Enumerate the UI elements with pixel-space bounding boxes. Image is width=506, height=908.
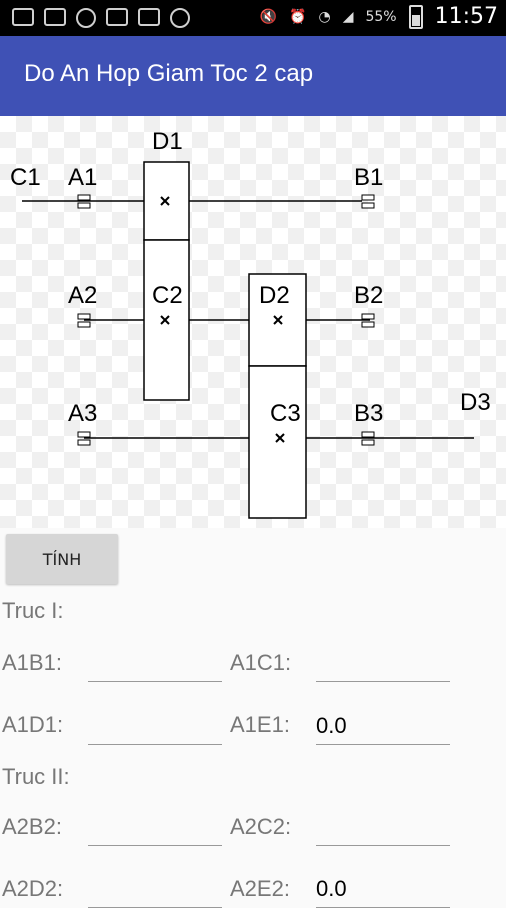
center-mark-c3 <box>275 433 285 443</box>
label-c3: C3 <box>270 400 301 427</box>
app-title: Do An Hop Giam Toc 2 cap <box>24 60 314 87</box>
a1b1-field[interactable] <box>88 642 222 682</box>
label-a2: A2 <box>68 282 98 309</box>
usb-icon <box>76 8 96 28</box>
truc2-heading: Truc II: <box>2 764 70 789</box>
signal-icon: ◢ <box>342 8 354 25</box>
bearing-b2-bottom <box>361 321 375 328</box>
a2e2-field[interactable]: 0.0 <box>316 868 450 908</box>
a1d1-field[interactable] <box>88 705 222 745</box>
bearing-b3-top <box>361 431 375 438</box>
label-d1: D1 <box>152 128 183 155</box>
a1b1-label: A1B1: <box>2 650 62 675</box>
center-mark-c2 <box>160 315 170 325</box>
a1e1-label: A1E1: <box>230 712 290 737</box>
notification-icons <box>12 8 190 28</box>
zalo-icon <box>44 8 66 26</box>
label-b3: B3 <box>354 400 384 427</box>
gear-c3 <box>248 365 307 519</box>
bearing-a3-top <box>77 431 91 438</box>
label-d2: D2 <box>259 282 290 309</box>
bearing-b1-top <box>361 194 375 201</box>
label-a3: A3 <box>68 400 98 427</box>
label-c1: C1 <box>10 164 41 191</box>
battery-icon <box>408 4 423 29</box>
a1e1-value: 0.0 <box>316 713 347 738</box>
a1c1-label: A1C1: <box>230 650 292 675</box>
a2b2-field[interactable] <box>88 806 222 846</box>
app-bar: Do An Hop Giam Toc 2 cap <box>0 36 506 116</box>
battery-percent: 55% <box>365 8 397 25</box>
bearing-a2-bottom <box>77 321 91 328</box>
mail-icon <box>12 8 34 26</box>
app-icon <box>138 8 160 26</box>
truc1-heading: Truc I: <box>2 598 64 623</box>
bearing-a2-top <box>77 313 91 320</box>
a2d2-label: A2D2: <box>2 876 64 901</box>
bearing-a3-bottom <box>77 439 91 446</box>
gearbox-drawing <box>22 161 474 519</box>
system-icons: 🔇 ⏰ ◔ ◢ 55% 11:57 <box>260 4 498 29</box>
a2e2-value: 0.0 <box>316 876 347 901</box>
status-bar: 🔇 ⏰ ◔ ◢ 55% 11:57 <box>0 0 506 36</box>
bearing-b1-bottom <box>361 202 375 209</box>
a2c2-field[interactable] <box>316 806 450 846</box>
a1c1-field[interactable] <box>316 642 450 682</box>
label-a1: A1 <box>68 164 98 191</box>
gear-c2 <box>143 239 190 401</box>
wifi-icon: ◔ <box>318 8 331 25</box>
gearbox-diagram: D1 C1 A1 B1 A2 C2 D2 B2 A3 C3 B3 D3 <box>0 116 506 528</box>
clock: 11:57 <box>434 4 498 29</box>
label-d3: D3 <box>460 389 491 416</box>
a1e1-field[interactable]: 0.0 <box>316 705 450 745</box>
center-mark-d1 <box>160 196 170 206</box>
a2c2-label: A2C2: <box>230 814 292 839</box>
image-icon <box>106 8 128 26</box>
label-b2: B2 <box>354 282 384 309</box>
a2b2-label: A2B2: <box>2 814 62 839</box>
bearing-b2-top <box>361 313 375 320</box>
gear-d1 <box>143 161 190 241</box>
label-b1: B1 <box>354 164 384 191</box>
shield-icon <box>170 8 190 28</box>
bearing-a1-bottom <box>77 202 91 209</box>
a2e2-label: A2E2: <box>230 876 290 901</box>
center-mark-d2 <box>273 315 283 325</box>
mute-icon: 🔇 <box>259 8 278 25</box>
label-c2: C2 <box>152 282 183 309</box>
alarm-icon: ⏰ <box>289 8 307 25</box>
bearing-a1-top <box>77 194 91 201</box>
calculate-button[interactable]: TÍNH <box>6 534 118 584</box>
a1d1-label: A1D1: <box>2 712 64 737</box>
bearing-b3-bottom <box>361 439 375 446</box>
a2d2-field[interactable] <box>88 868 222 908</box>
